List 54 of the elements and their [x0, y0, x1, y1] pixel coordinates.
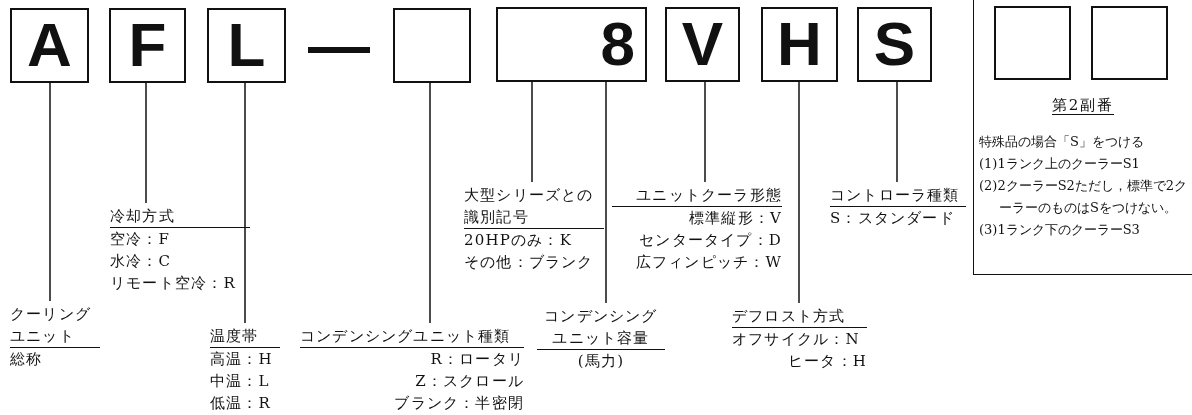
code-option: 高温：H — [210, 348, 280, 370]
code-option: ヒータ：H — [732, 350, 867, 372]
code-option: S：スタンダード — [830, 207, 966, 229]
leader-line — [605, 81, 607, 304]
code-option: その他：ブランク — [464, 251, 604, 273]
code-option: 低温：R — [210, 392, 280, 414]
category-heading: クーリングユニット — [10, 303, 100, 348]
code-box: 8 — [496, 7, 647, 82]
category-heading: コンデンシングユニット種類 — [300, 325, 524, 348]
category-heading: コントローラ種類 — [830, 184, 966, 207]
category-heading: 大型シリーズとの識別記号 — [464, 184, 604, 229]
leader-line — [49, 82, 51, 302]
code-option: センタータイプ：D — [612, 229, 782, 251]
code-box: A — [10, 8, 89, 83]
code-box — [1091, 6, 1168, 80]
leader-line — [531, 81, 533, 183]
code-box: F — [109, 8, 186, 83]
code-option: 標準縦形：V — [612, 207, 782, 229]
category-heading: 冷却方式 — [110, 205, 250, 228]
code-box — [393, 8, 471, 83]
code-option: R：ロータリ — [300, 348, 524, 370]
category-heading: コンデンシングユニット容量 — [537, 305, 665, 350]
leader-line — [429, 82, 431, 324]
code-box — [994, 6, 1071, 80]
panel-heading: 第2副番 — [1051, 96, 1115, 115]
category-heading: デフロスト方式 — [732, 305, 867, 328]
code-box: H — [761, 7, 838, 82]
code-option: ブランク：半密閉 — [300, 392, 524, 414]
note-text: (3)1ランク下のクーラーS3 — [979, 221, 1141, 239]
code-option: 広フィンピッチ：W — [612, 251, 782, 273]
code-option: オフサイクル：N — [732, 328, 867, 350]
leader-line — [896, 81, 898, 183]
leader-line — [244, 82, 246, 324]
code-option: 総称 — [10, 348, 100, 370]
note-panel — [973, 0, 1192, 275]
code-box: L — [207, 8, 286, 83]
code-box: V — [665, 7, 740, 82]
category-heading: ユニットクーラ形態 — [612, 184, 782, 207]
note-text: (2)2クーラーS2ただし，標準で2クーラーのものはSをつけない。 — [979, 177, 1189, 217]
code-option: 20HPのみ：K — [464, 229, 604, 251]
code-option: (馬力) — [537, 350, 665, 372]
leader-line — [798, 81, 800, 304]
note-text: (1)1ランク上のクーラーS1 — [979, 155, 1141, 173]
code-option: Z：スクロール — [300, 370, 524, 392]
leader-line — [145, 82, 147, 204]
code-option: 空冷：F — [110, 228, 250, 250]
separator-dash: — — [308, 14, 370, 76]
code-option: 水冷：C — [110, 250, 250, 272]
category-heading: 温度帯 — [210, 325, 280, 348]
note-text: 特殊品の場合「S」をつける — [979, 133, 1145, 151]
code-box: S — [857, 7, 932, 82]
code-option: リモート空冷：R — [110, 272, 250, 294]
code-option: 中温：L — [210, 370, 280, 392]
leader-line — [704, 81, 706, 183]
